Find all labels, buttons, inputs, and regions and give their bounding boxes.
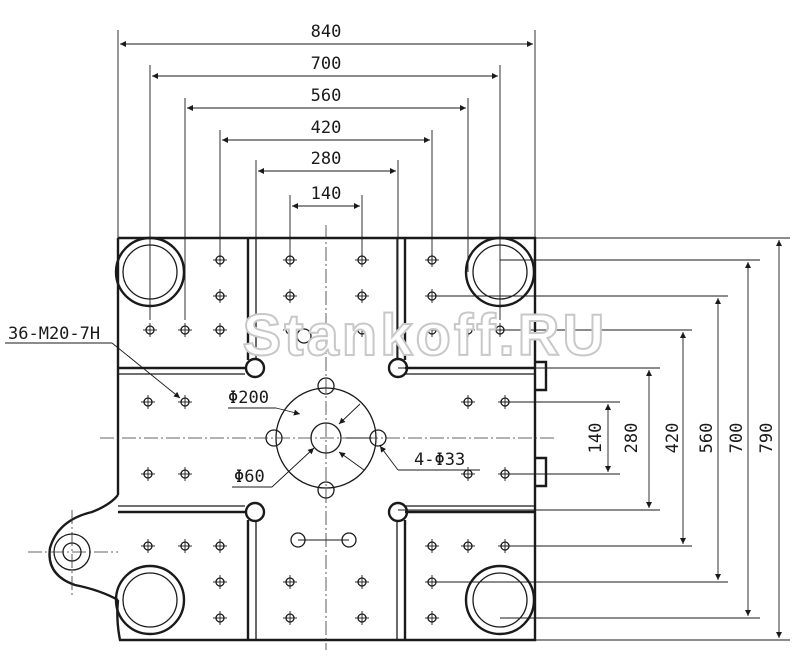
tie-bar-holes xyxy=(114,236,536,636)
label-thread-holes: 36-M20-7H xyxy=(8,324,100,344)
label-inner-bore: Φ60 xyxy=(234,467,265,487)
dim-560-v: 560 xyxy=(697,423,717,454)
dim-420: 420 xyxy=(311,118,342,138)
dim-280-v: 280 xyxy=(622,423,642,454)
watermark: Stankoff.RU xyxy=(243,303,608,368)
center-lines xyxy=(100,225,555,650)
dim-840: 840 xyxy=(311,22,342,42)
dim-420-v: 420 xyxy=(663,423,683,454)
dim-790-v: 790 xyxy=(757,423,777,454)
dim-700: 700 xyxy=(311,54,342,74)
dim-700-v: 700 xyxy=(727,423,747,454)
vertical-dimensions: 140 280 420 560 700 790 xyxy=(398,237,790,641)
dim-280: 280 xyxy=(311,149,342,169)
dim-140-v: 140 xyxy=(586,423,606,454)
callouts: 36-M20-7H Φ200 Φ60 4-Φ33 xyxy=(5,324,480,488)
horizontal-dimensions: 840 700 560 420 280 140 xyxy=(117,22,536,360)
label-center-bore: Φ200 xyxy=(228,388,269,408)
label-ejector-holes: 4-Φ33 xyxy=(414,450,465,470)
dim-560: 560 xyxy=(311,86,342,106)
dim-140: 140 xyxy=(311,184,342,204)
